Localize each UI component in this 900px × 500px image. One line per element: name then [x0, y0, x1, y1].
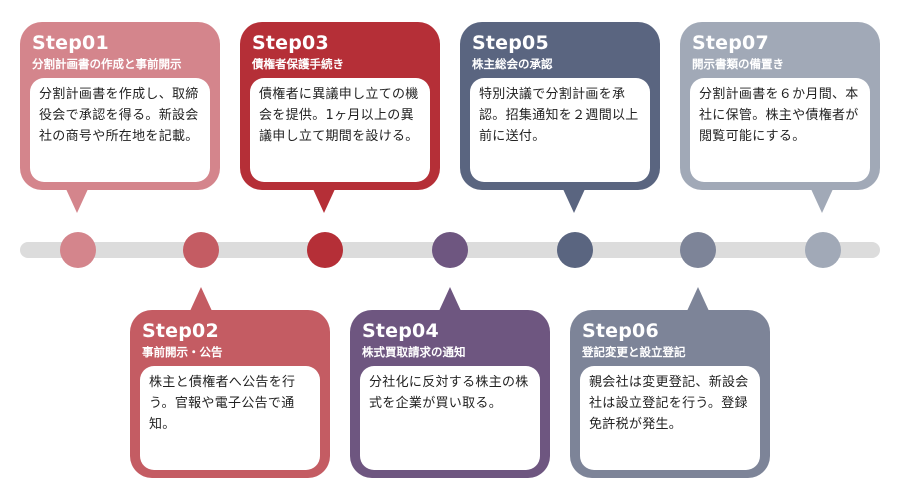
step04-title: 株式買取請求の通知	[362, 345, 466, 359]
timeline-dot-step01	[60, 232, 96, 268]
timeline-dot-step03	[307, 232, 343, 268]
step03-number: Step03	[252, 32, 329, 54]
step07-card: Step07 開示書類の備置き 分割計画書を６か月間、本社に保管。株主や債権者が…	[680, 22, 880, 190]
step05-title: 株主総会の承認	[472, 57, 553, 71]
timeline-dot-step05	[557, 232, 593, 268]
step01-pointer	[66, 189, 88, 213]
step03-title: 債権者保護手続き	[252, 57, 344, 71]
step01-title: 分割計画書の作成と事前開示	[32, 57, 182, 71]
step02-description: 株主と債権者へ公告を行う。官報や電子公告で通知。	[140, 366, 320, 470]
step04-description: 分社化に反対する株主の株式を企業が買い取る。	[360, 366, 540, 470]
step04-pointer	[439, 287, 461, 311]
step02-pointer	[190, 287, 212, 311]
step01-card: Step01 分割計画書の作成と事前開示 分割計画書を作成し、取締役会で承認を得…	[20, 22, 220, 190]
step02-card: Step02 事前開示・公告 株主と債権者へ公告を行う。官報や電子公告で通知。	[130, 310, 330, 478]
step07-title: 開示書類の備置き	[692, 57, 784, 71]
step05-number: Step05	[472, 32, 549, 54]
step01-number: Step01	[32, 32, 109, 54]
step04-card: Step04 株式買取請求の通知 分社化に反対する株主の株式を企業が買い取る。	[350, 310, 550, 478]
step03-description: 債権者に異議申し立ての機会を提供。1ヶ月以上の異議申し立て期間を設ける。	[250, 78, 430, 182]
step05-pointer	[563, 189, 585, 213]
step02-title: 事前開示・公告	[142, 345, 223, 359]
timeline-dot-step07	[805, 232, 841, 268]
step01-description: 分割計画書を作成し、取締役会で承認を得る。新設会社の商号や所在地を記載。	[30, 78, 210, 182]
step03-card: Step03 債権者保護手続き 債権者に異議申し立ての機会を提供。1ヶ月以上の異…	[240, 22, 440, 190]
timeline-dot-step04	[432, 232, 468, 268]
timeline-dot-step02	[183, 232, 219, 268]
step05-card: Step05 株主総会の承認 特別決議で分割計画を承認。招集通知を２週間以上前に…	[460, 22, 660, 190]
step07-description: 分割計画書を６か月間、本社に保管。株主や債権者が閲覧可能にする。	[690, 78, 870, 182]
step06-description: 親会社は変更登記、新設会社は設立登記を行う。登録免許税が発生。	[580, 366, 760, 470]
step06-pointer	[687, 287, 709, 311]
step02-number: Step02	[142, 320, 219, 342]
step04-number: Step04	[362, 320, 439, 342]
step07-pointer	[811, 189, 833, 213]
step06-number: Step06	[582, 320, 659, 342]
step03-pointer	[313, 189, 335, 213]
step05-description: 特別決議で分割計画を承認。招集通知を２週間以上前に送付。	[470, 78, 650, 182]
step06-title: 登記変更と設立登記	[582, 345, 686, 359]
step06-card: Step06 登記変更と設立登記 親会社は変更登記、新設会社は設立登記を行う。登…	[570, 310, 770, 478]
timeline-dot-step06	[680, 232, 716, 268]
step07-number: Step07	[692, 32, 769, 54]
